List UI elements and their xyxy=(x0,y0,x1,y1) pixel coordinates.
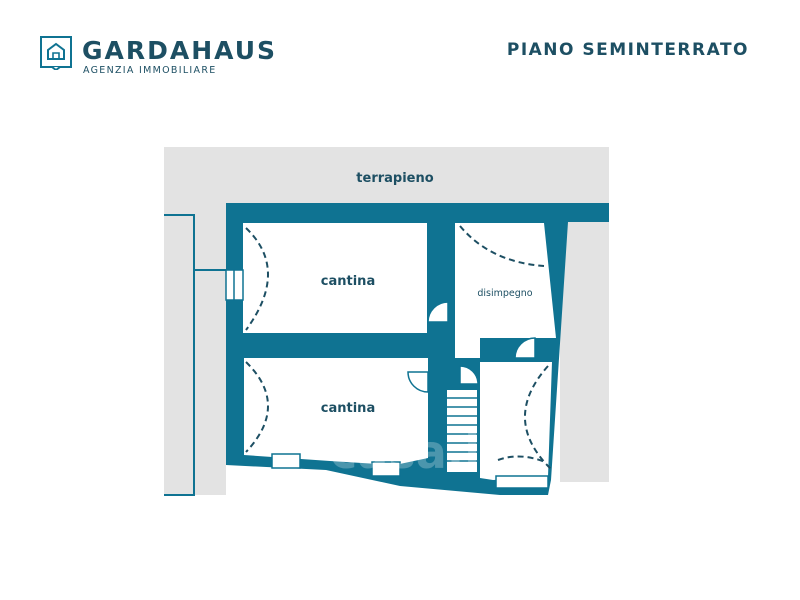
side-window xyxy=(225,269,244,301)
door-arcs xyxy=(245,225,553,471)
terrain-area xyxy=(164,147,609,203)
bottom-windows xyxy=(271,453,549,489)
label-cantina-lower: cantina xyxy=(321,401,375,416)
brand-name: GARDAHAUS xyxy=(82,36,278,65)
door-swings xyxy=(407,301,536,393)
wall-stub xyxy=(427,223,455,281)
brand-logo: GARDAHAUS AGENZIA IMMOBILIARE xyxy=(40,36,300,78)
brand-subtitle: AGENZIA IMMOBILIARE xyxy=(83,65,217,76)
building-walls xyxy=(226,203,609,495)
label-disimpegno: disimpegno xyxy=(477,288,532,299)
house-logo-icon xyxy=(40,36,72,70)
label-cantina-upper: cantina xyxy=(321,274,375,289)
staircase xyxy=(447,390,477,472)
label-terrapieno: terrapieno xyxy=(356,171,433,186)
floor-title: PIANO SEMINTERRATO xyxy=(506,40,749,60)
wall-stub xyxy=(455,338,480,358)
neighbour-outline xyxy=(164,214,226,496)
watermark: casa.it xyxy=(330,425,502,479)
terrain-right-strip xyxy=(560,222,609,482)
